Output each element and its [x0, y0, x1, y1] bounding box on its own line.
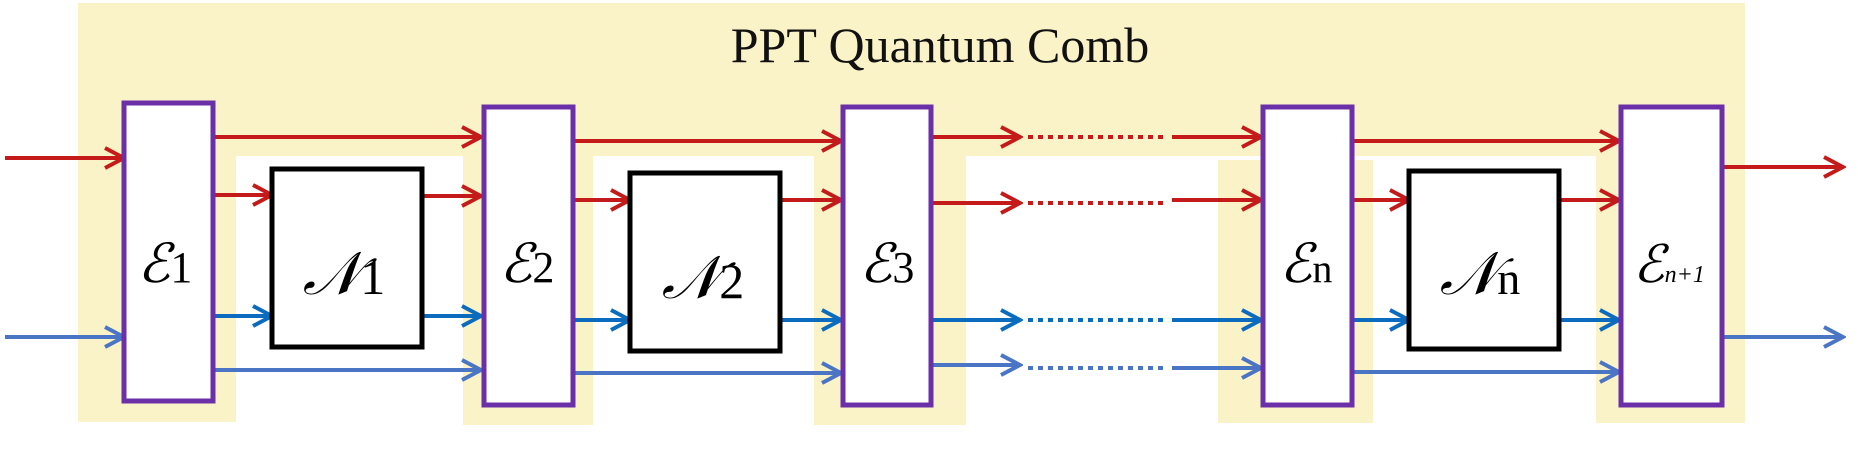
comb-3-index: 3	[892, 243, 914, 292]
svg-text:ℰn: ℰn	[1280, 232, 1333, 295]
channel-1-index: 1	[360, 249, 385, 305]
svg-text:ℰ2: ℰ2	[500, 232, 555, 295]
comb-box-n-plus-1: ℰn+1	[1618, 104, 1725, 408]
comb-box-n: ℰn	[1260, 104, 1355, 408]
comb-n-plus-1-symbol: ℰ	[1633, 235, 1669, 295]
comb-1-symbol: ℰ	[138, 232, 176, 295]
comb-n-symbol: ℰ	[1280, 232, 1318, 295]
comb-box-1: ℰ1	[121, 100, 216, 404]
comb-n-plus-1-index: n+1	[1665, 262, 1705, 288]
svg-text:𝒩2: 𝒩2	[662, 243, 744, 313]
comb-1-index: 1	[170, 243, 192, 292]
comb-box-3: ℰ3	[840, 104, 934, 408]
wires	[5, 137, 1843, 373]
channel-box-2: 𝒩2	[627, 170, 783, 354]
comb-2-symbol: ℰ	[500, 232, 538, 295]
comb-n-index: n	[1312, 246, 1332, 291]
svg-text:ℰn+1: ℰn+1	[1633, 235, 1705, 295]
comb-box-2: ℰ2	[481, 104, 576, 408]
svg-text:𝒩1: 𝒩1	[303, 239, 385, 309]
comb-2-index: 2	[532, 243, 554, 292]
channel-2-index: 2	[719, 253, 744, 309]
comb-3-symbol: ℰ	[860, 232, 898, 295]
channel-box-1: 𝒩1	[269, 166, 425, 350]
svg-text:ℰ3: ℰ3	[860, 232, 915, 295]
channel-box-n: 𝒩n	[1406, 168, 1562, 352]
svg-text:ℰ1: ℰ1	[138, 232, 193, 295]
channel-n-index: n	[1497, 253, 1520, 304]
diagram-title: PPT Quantum Comb	[731, 17, 1150, 73]
